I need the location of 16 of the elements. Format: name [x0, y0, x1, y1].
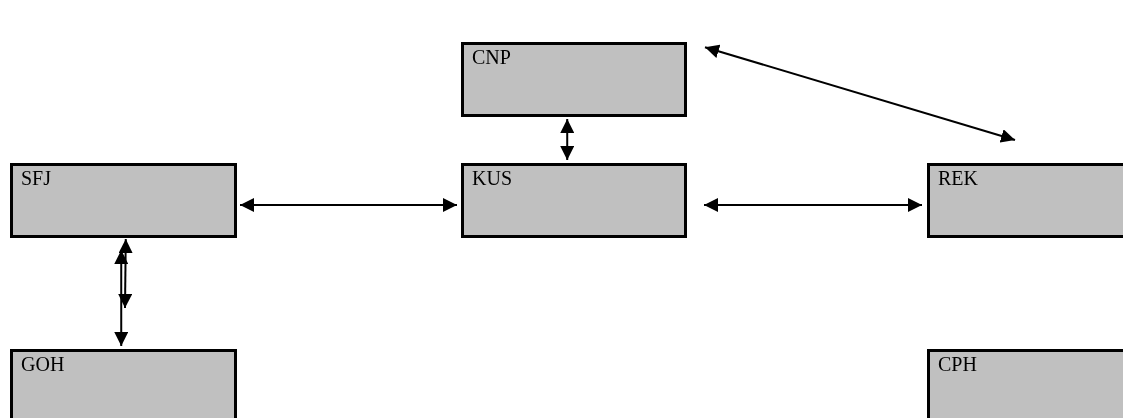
node-label: CNP — [472, 46, 511, 68]
node-label: SFJ — [21, 167, 52, 189]
node-label: GOH — [21, 353, 65, 375]
node-label: REK — [938, 167, 978, 189]
node-box — [461, 163, 687, 238]
node-label: KUS — [472, 167, 512, 189]
double-arrow — [704, 44, 1016, 143]
node-box — [461, 42, 687, 117]
double-arrow — [560, 118, 575, 161]
double-arrow — [703, 198, 923, 212]
node-label: CPH — [938, 353, 977, 375]
double-arrow — [118, 238, 133, 309]
node-box — [927, 163, 1123, 238]
double-arrow — [239, 198, 458, 212]
node-box — [10, 163, 237, 238]
node-box — [10, 349, 237, 418]
